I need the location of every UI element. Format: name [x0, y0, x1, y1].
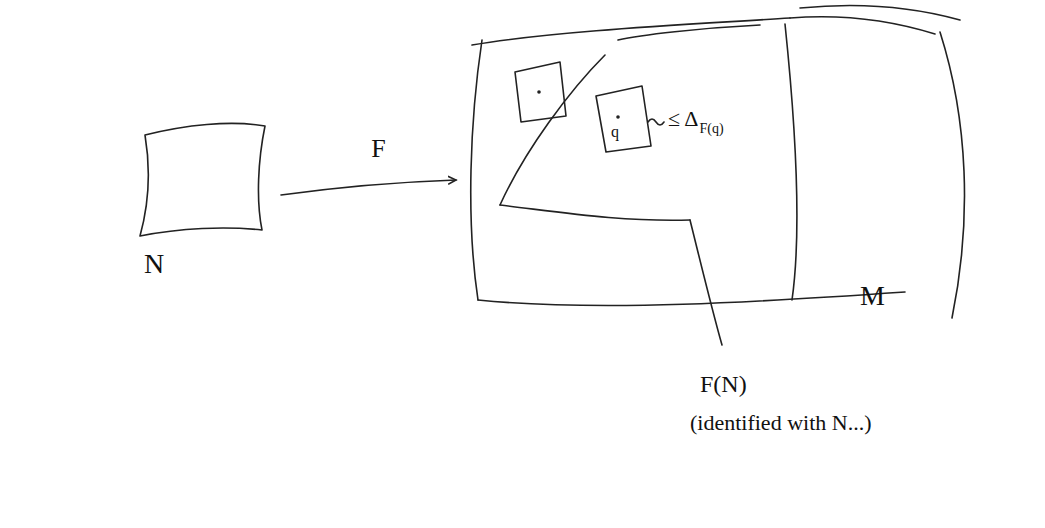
manifold-box: M	[462, 0, 972, 335]
tangent-plane	[515, 62, 566, 122]
leader-line	[690, 220, 722, 345]
surface-patch: N	[130, 110, 275, 285]
point-dot	[616, 115, 620, 119]
tangent-plane	[596, 86, 651, 152]
point-label: q	[611, 124, 619, 140]
surface-edge	[500, 205, 690, 220]
map-name: F	[371, 136, 385, 162]
note-label: (identified with N...)	[690, 412, 871, 434]
node-name: N	[144, 250, 164, 278]
bound-label: ≤ Δ	[668, 108, 699, 130]
node-name: M	[860, 282, 885, 310]
image-label: F(N)	[700, 372, 747, 396]
surface-edge	[500, 55, 605, 205]
point-dot	[537, 90, 541, 94]
subscript-label: F(q)	[700, 122, 724, 136]
map-arrow	[281, 180, 456, 195]
outline	[462, 0, 972, 335]
tilde-leader	[648, 119, 664, 125]
